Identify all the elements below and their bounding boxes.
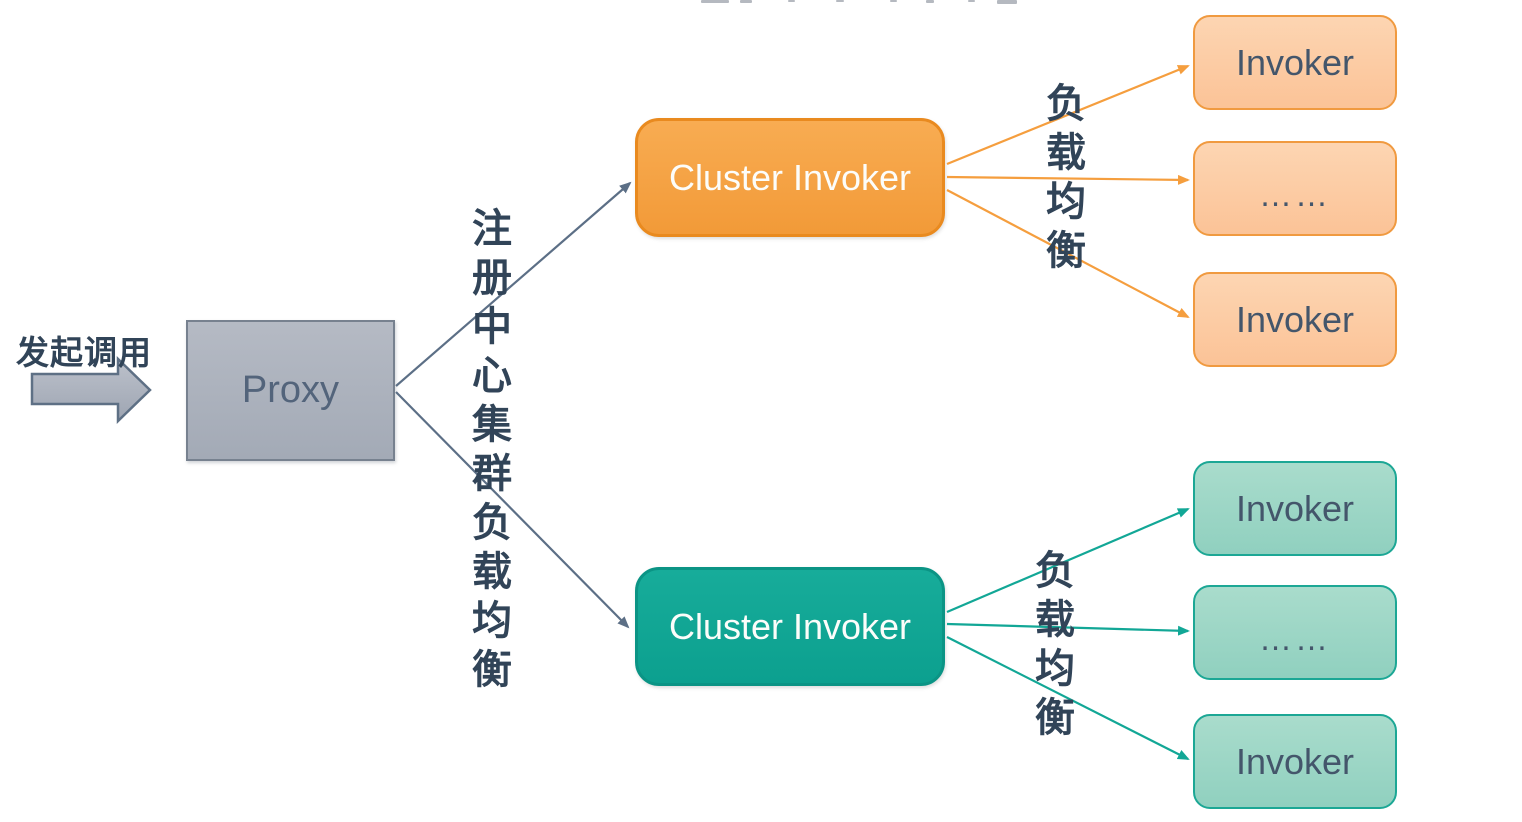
registry-cluster-lb-label: 注册中心集群负载均衡 xyxy=(466,207,510,697)
invoker-bottom-3-label: Invoker xyxy=(1235,740,1355,782)
invoker-top-1-label: Invoker xyxy=(1235,41,1355,83)
load-balance-bottom-label: 负载均衡 xyxy=(1029,549,1073,745)
cropped-title-fragment xyxy=(0,0,1522,5)
invoker-top-1-node: Invoker xyxy=(1193,15,1397,110)
invoker-bottom-ellipsis-node: …… xyxy=(1193,585,1397,680)
cluster-invoker-top-label: Cluster Invoker xyxy=(668,156,912,198)
invoker-bottom-1-node: Invoker xyxy=(1193,461,1397,556)
proxy-to-top-cluster-line xyxy=(395,181,632,387)
invoker-top-ellipsis-label: …… xyxy=(1259,175,1331,213)
invoker-bottom-3-node: Invoker xyxy=(1193,714,1397,809)
load-balance-top-label: 负载均衡 xyxy=(1040,82,1084,278)
cluster-invoker-bottom-node: Cluster Invoker xyxy=(635,567,945,686)
invoker-top-3-node: Invoker xyxy=(1193,272,1397,367)
proxy-label: Proxy xyxy=(241,369,340,411)
initiate-call-label: 发起调用 xyxy=(16,334,152,371)
cluster-invoker-top-node: Cluster Invoker xyxy=(635,118,945,237)
invoker-bottom-ellipsis-label: …… xyxy=(1259,619,1331,657)
cluster-invoker-bottom-label: Cluster Invoker xyxy=(668,605,912,647)
proxy-to-bottom-cluster-line xyxy=(395,391,630,629)
invoker-bottom-1-label: Invoker xyxy=(1235,487,1355,529)
invoker-top-ellipsis-node: …… xyxy=(1193,141,1397,236)
proxy-node: Proxy xyxy=(186,320,395,461)
invoker-top-3-label: Invoker xyxy=(1235,298,1355,340)
